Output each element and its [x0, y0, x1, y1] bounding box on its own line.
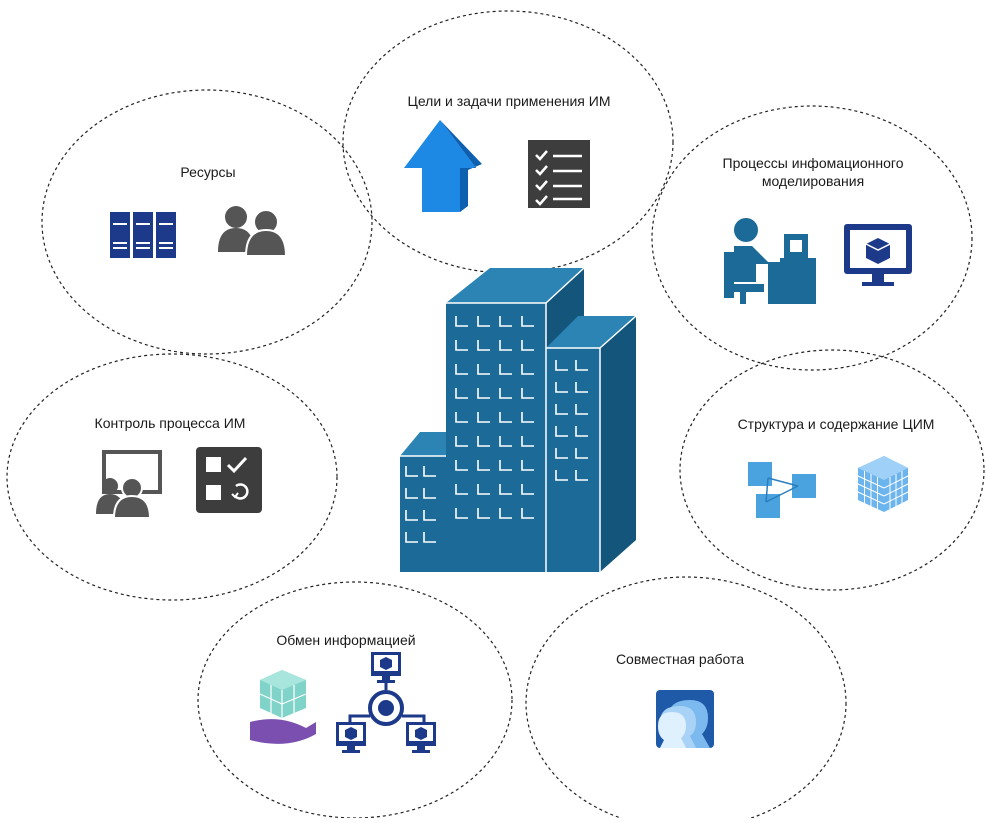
ellipse-control	[6, 353, 338, 601]
upload-arrow-icon	[404, 120, 482, 212]
label-control: Контроль процесса ИМ	[94, 415, 246, 431]
ellipse-structure	[679, 349, 985, 591]
label-structure: Структура и содержание ЦИМ	[737, 416, 935, 432]
task-check-icon	[196, 447, 262, 513]
ellipse-resources	[41, 89, 373, 355]
presentation-icon	[96, 450, 162, 519]
ellipse-collab	[525, 576, 847, 823]
label-collab: Совместная работа	[615, 651, 745, 667]
team-collaboration-icon	[656, 690, 714, 748]
checklist-icon	[528, 140, 590, 208]
users-icon	[218, 206, 288, 257]
network-diagram-icon	[748, 462, 816, 518]
building-icon	[400, 267, 637, 572]
label-goals: Цели и задачи применения ИМ	[407, 93, 611, 109]
ellipse-exchange	[197, 581, 513, 819]
monitor-cube-icon	[844, 224, 912, 286]
server-rack-icon	[110, 212, 176, 258]
label-resources: Ресурсы	[180, 164, 236, 180]
ellipse-processes	[651, 105, 973, 371]
label-exchange: Обмен информацией	[276, 632, 416, 648]
ellipse-goals	[342, 10, 674, 274]
network-computers-icon	[336, 652, 436, 753]
grid-cube-icon	[857, 456, 909, 512]
hand-cube-icon	[250, 670, 316, 744]
person-at-computer-icon	[724, 218, 816, 304]
